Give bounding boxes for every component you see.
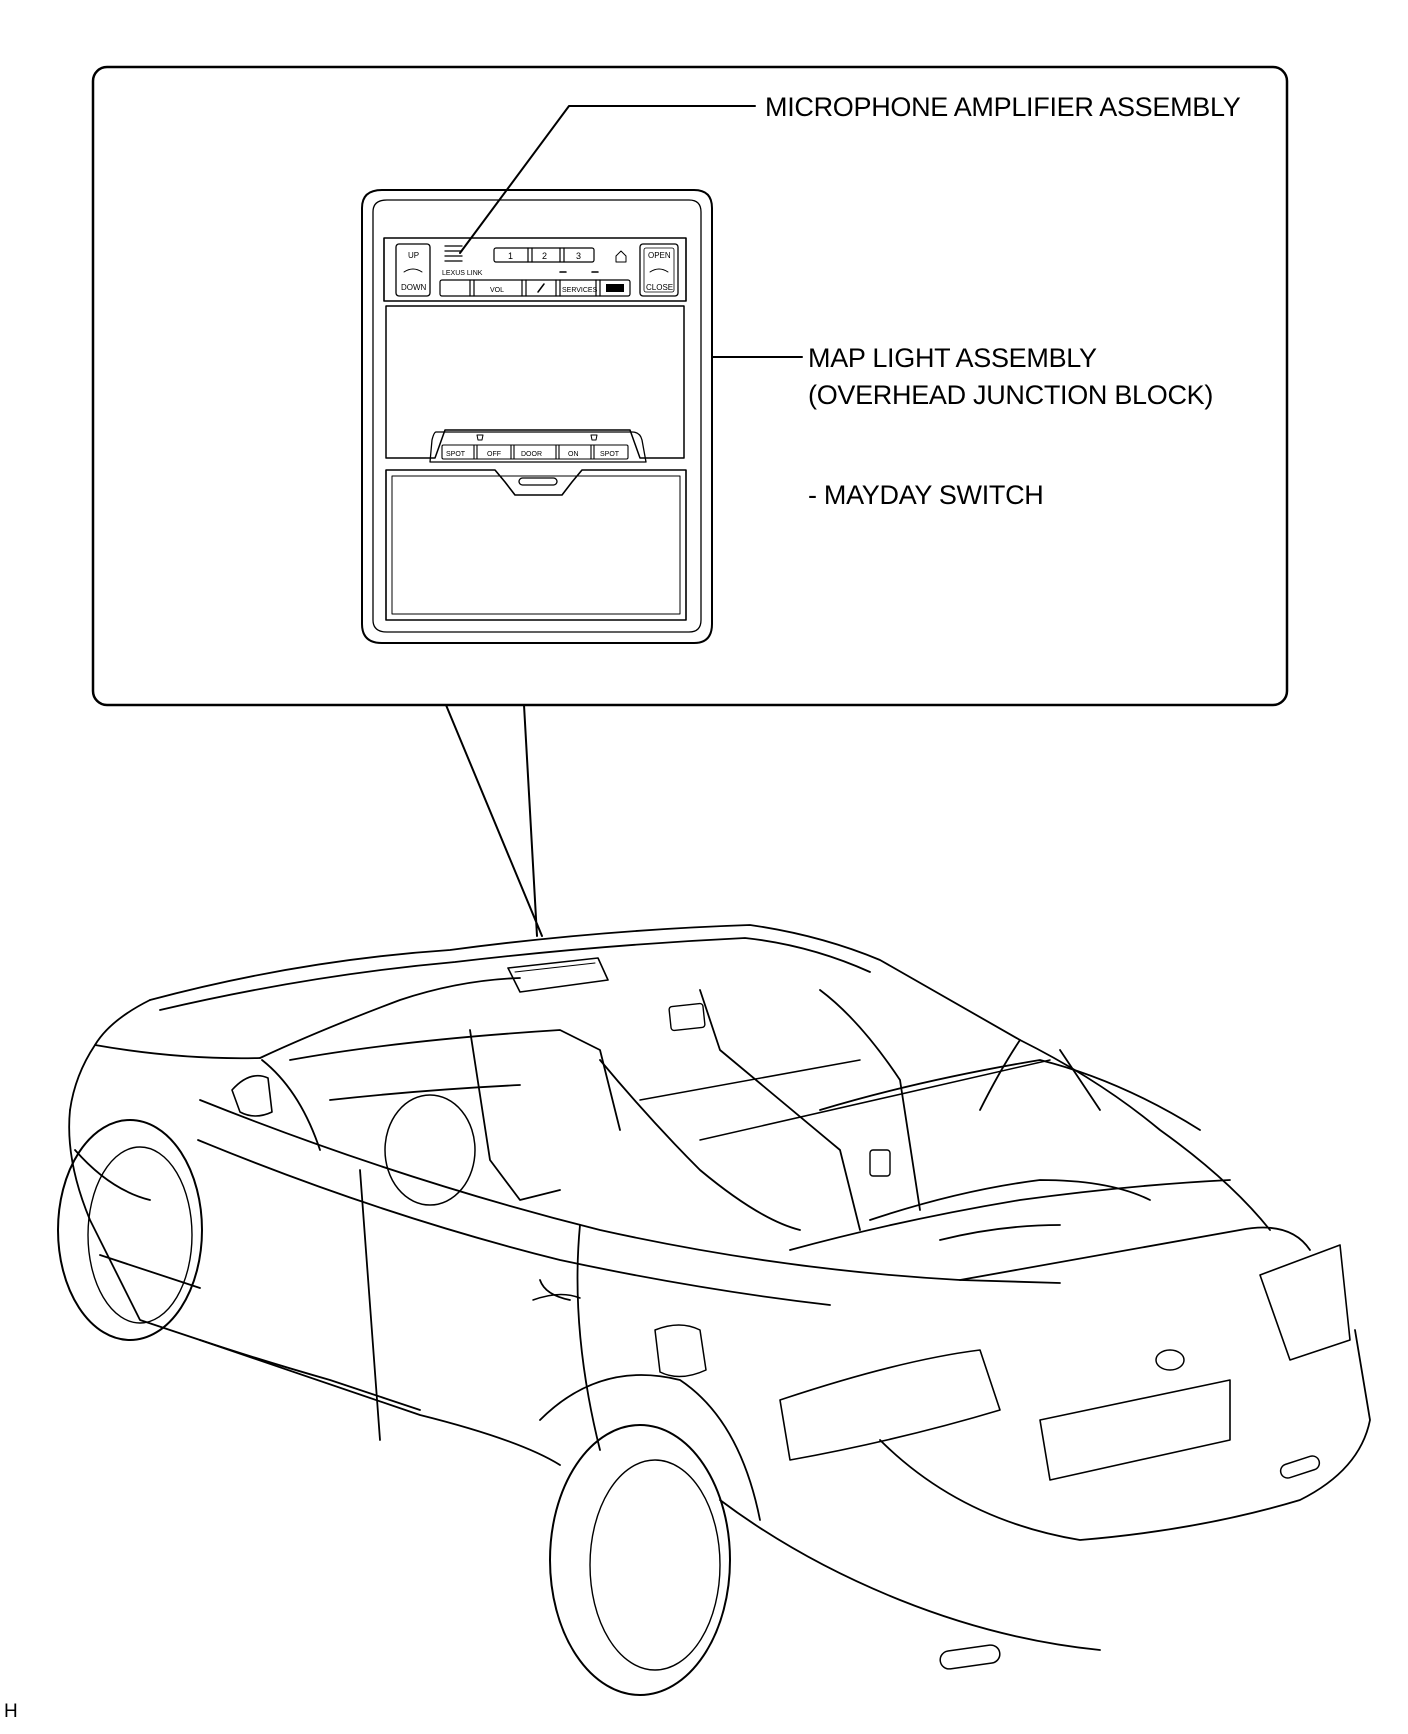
map-light-label: MAP LIGHT ASSEMBLY <box>808 343 1097 373</box>
services-label: SERVICES <box>562 287 598 294</box>
figure-code: H <box>4 1701 18 1722</box>
sunroof-open-label: OPEN <box>648 251 671 260</box>
sunroof-slide-switch <box>639 243 679 297</box>
callout-frame <box>91 65 1289 707</box>
light-switch-row <box>441 434 629 460</box>
overhead-junction-block-label: (OVERHEAD JUNCTION BLOCK) <box>808 380 1214 410</box>
callout-pointer <box>445 704 543 937</box>
telematics-buttons <box>439 279 631 297</box>
sunroof-down-label: DOWN <box>401 283 427 292</box>
home-icon <box>615 250 627 263</box>
console-text: UP DOWN OPEN CLOSE LEXUS LINK 1 2 3 VOL … <box>401 251 673 458</box>
sunroof-tilt-switch <box>395 243 431 297</box>
preset-3-label: 3 <box>576 251 581 261</box>
preset-buttons <box>493 247 599 273</box>
sunroof-close-label: CLOSE <box>646 283 673 292</box>
mic-leader-line <box>459 105 756 254</box>
light-spot-right-label: SPOT <box>600 451 620 458</box>
light-on-label: ON <box>568 451 579 458</box>
map-light-console <box>361 189 713 644</box>
microphone-grille <box>444 245 463 262</box>
sunroof-up-label: UP <box>408 251 419 260</box>
microphone-amplifier-label: MICROPHONE AMPLIFIER ASSEMBLY <box>765 92 1241 122</box>
mic-caption: LEXUS LINK <box>442 270 483 277</box>
preset-1-label: 1 <box>508 251 513 261</box>
vehicle-illustration <box>57 924 1371 1696</box>
mayday-switch-label: - MAYDAY SWITCH <box>808 480 1044 510</box>
light-door-label: DOOR <box>521 451 542 458</box>
light-off-label: OFF <box>487 451 501 458</box>
preset-2-label: 2 <box>542 251 547 261</box>
vol-label: VOL <box>490 287 504 294</box>
light-spot-left-label: SPOT <box>446 451 466 458</box>
